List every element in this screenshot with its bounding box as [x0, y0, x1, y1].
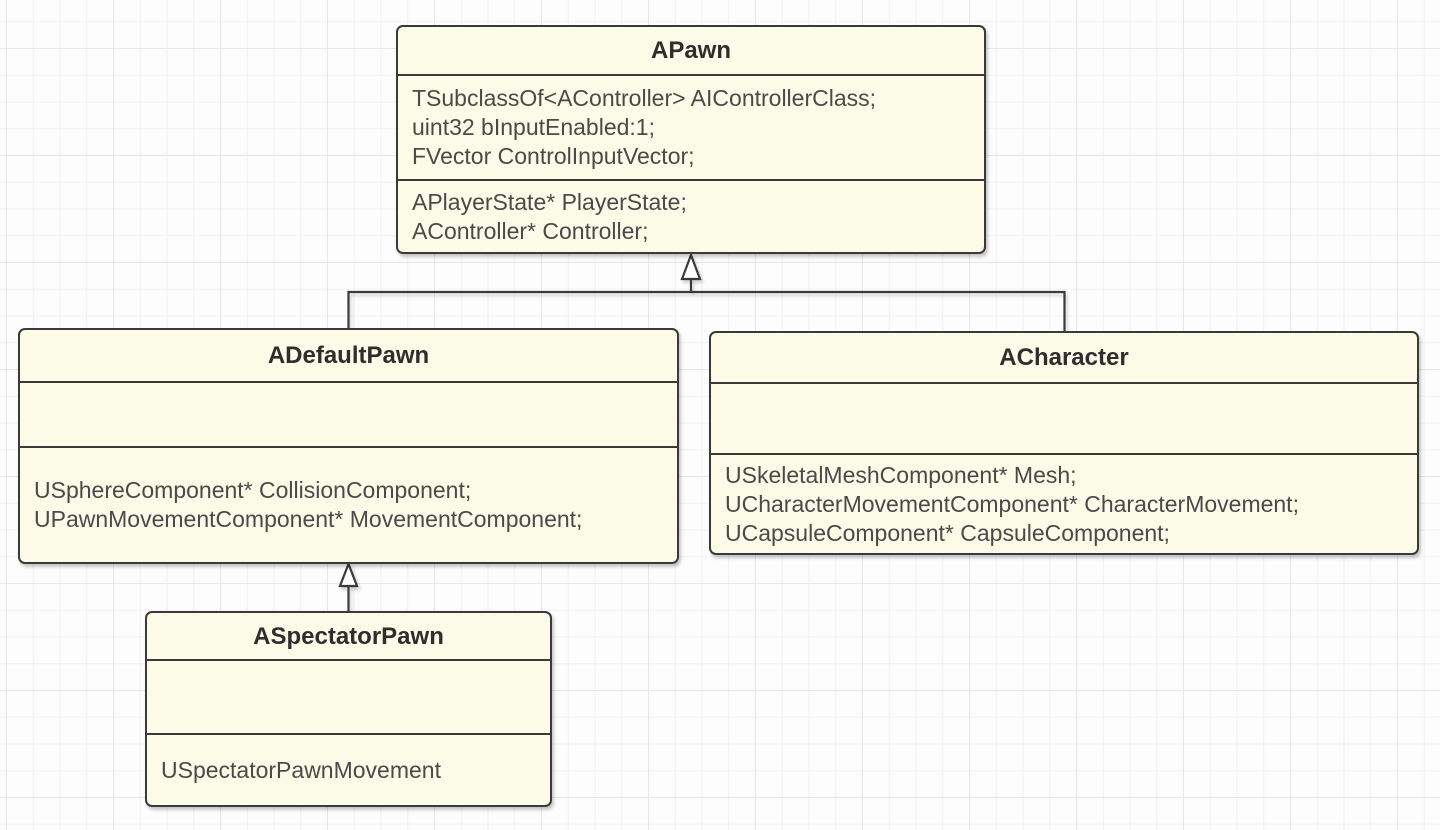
class-section-empty [711, 384, 1417, 455]
class-box-acharacter[interactable]: ACharacter USkeletalMeshComponent* Mesh;… [709, 331, 1419, 555]
class-section-attributes: TSubclassOf<AController> AIControllerCla… [398, 76, 984, 181]
class-section-members: APlayerState* PlayerState; AController* … [398, 181, 984, 252]
class-member: USpectatorPawnMovement [161, 756, 441, 783]
class-member: USphereComponent* CollisionComponent; [34, 477, 472, 503]
class-title-adefaultpawn: ADefaultPawn [20, 330, 677, 383]
class-box-apawn[interactable]: APawn TSubclassOf<AController> AIControl… [396, 25, 986, 254]
class-member: UCharacterMovementComponent* CharacterMo… [725, 490, 1299, 517]
class-member: UCapsuleComponent* CapsuleComponent; [725, 519, 1170, 546]
inheritance-arrowhead-apawn[interactable] [680, 251, 702, 281]
class-member: uint32 bInputEnabled:1; [412, 114, 655, 140]
class-title-acharacter: ACharacter [711, 333, 1417, 384]
class-member: FVector ControlInputVector; [412, 143, 695, 169]
inheritance-arrowhead-adefaultpawn[interactable] [338, 560, 359, 588]
class-title-aspectatorpawn: ASpectatorPawn [147, 613, 550, 661]
class-member: AController* Controller; [412, 217, 649, 244]
class-section-empty [20, 383, 677, 448]
inheritance-connector-adefaultpawn-acharacter-to-apawn[interactable] [347, 290, 1066, 332]
class-section-members: USkeletalMeshComponent* Mesh; UCharacter… [711, 455, 1417, 553]
class-title-apawn: APawn [398, 27, 984, 76]
class-section-members: USphereComponent* CollisionComponent; UP… [20, 448, 677, 562]
class-box-adefaultpawn[interactable]: ADefaultPawn USphereComponent* Collision… [18, 328, 679, 564]
class-member: APlayerState* PlayerState; [412, 188, 687, 215]
class-member: USkeletalMeshComponent* Mesh; [725, 461, 1077, 488]
class-box-aspectatorpawn[interactable]: ASpectatorPawn USpectatorPawnMovement [145, 611, 552, 807]
class-member: UPawnMovementComponent* MovementComponen… [34, 506, 583, 532]
class-member: TSubclassOf<AController> AIControllerCla… [412, 85, 877, 111]
class-section-empty [147, 661, 550, 735]
class-section-members: USpectatorPawnMovement [147, 735, 550, 805]
